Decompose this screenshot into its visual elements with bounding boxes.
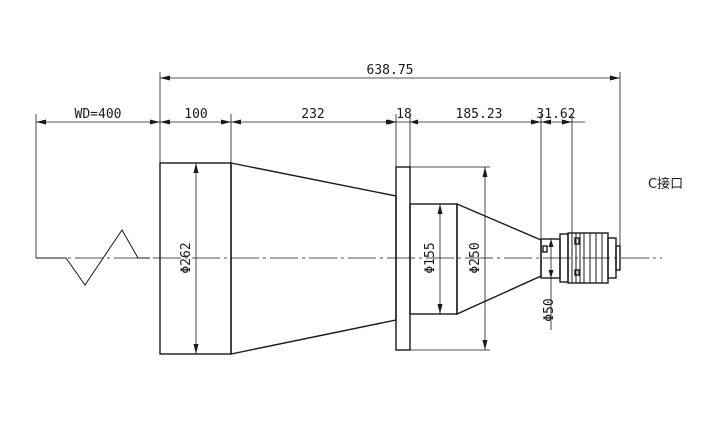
working-distance-label: WD=400	[75, 107, 122, 122]
front-diameter-label: Φ262	[179, 242, 194, 273]
front-barrel	[159, 162, 232, 355]
rear-cone-segment-label: 185.23	[456, 107, 503, 122]
cone-segment-label: 232	[301, 107, 324, 122]
flange	[395, 166, 411, 351]
c-mount-assembly	[540, 232, 621, 284]
front-segment-label: 100	[184, 107, 207, 122]
flange-segment-label: 18	[396, 107, 412, 122]
rear-barrel-diameter-label: Φ155	[423, 242, 438, 273]
working-distance-break	[36, 229, 150, 286]
mount-diameter-label: Φ50	[542, 298, 557, 321]
main-cone	[230, 162, 397, 355]
flange-diameter-label: Φ250	[468, 242, 483, 273]
mount-type-label: C接口	[648, 176, 683, 192]
overall-length-label: 638.75	[367, 63, 414, 78]
mount-segment-label: 31.62	[536, 107, 575, 122]
